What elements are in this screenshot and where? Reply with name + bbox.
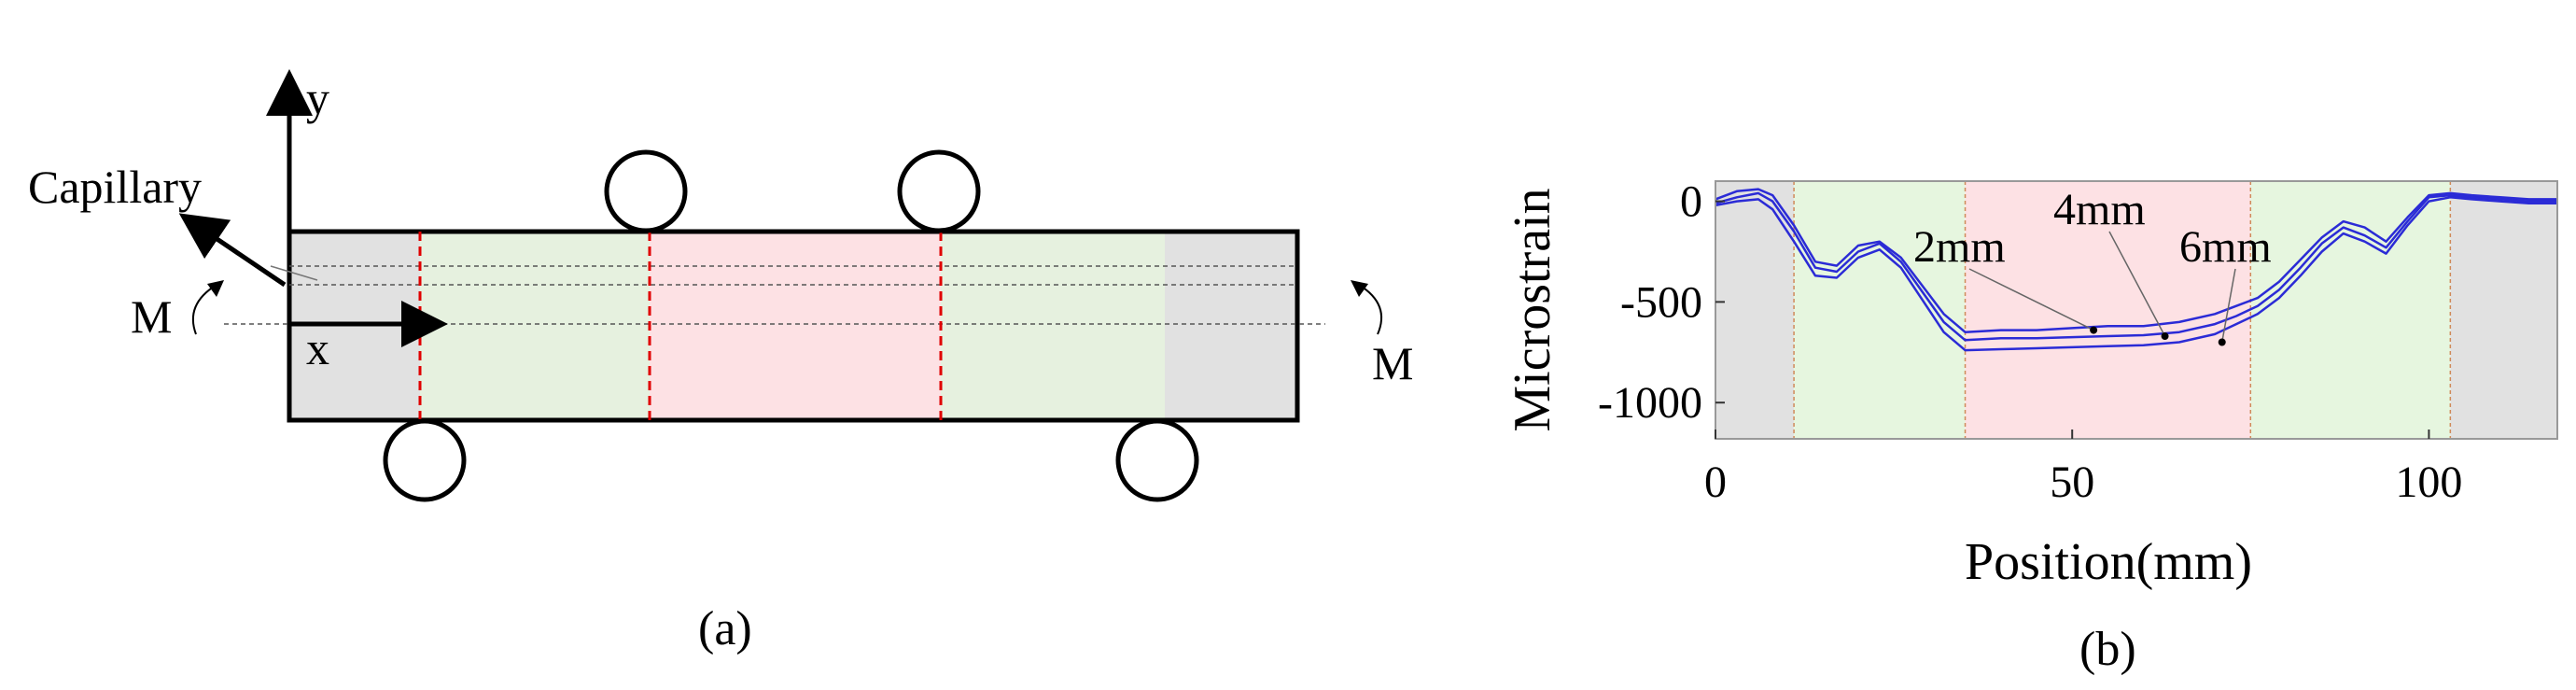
chart-region-2 (1965, 181, 2251, 439)
y-axis-title: Microstrain (1504, 188, 1561, 431)
capillary-pointer-line (270, 265, 318, 281)
chart-region-4 (2450, 181, 2557, 439)
annotation-leader-2mm (1968, 268, 2094, 331)
moment-arrowhead-left (207, 280, 224, 297)
y-tick-label: 0 (1680, 177, 1702, 227)
panel-b-label: (b) (2079, 623, 2136, 676)
beam-pure-bending-region (650, 232, 941, 420)
top-roller-right (897, 149, 981, 233)
chart-region-0 (1715, 181, 1795, 439)
moment-arrow-left (191, 284, 217, 335)
capillary-arrow (178, 213, 287, 288)
bottom-support-left (383, 418, 467, 502)
x-axis-label: x (306, 322, 329, 374)
x-tick-label: 100 (2395, 458, 2462, 507)
moment-arrowhead-right (1351, 280, 1368, 297)
moment-label-left: M (131, 290, 172, 343)
y-axis-label: y (306, 72, 329, 124)
chart-annotations: 2mm 4mm 6mm (1913, 185, 2272, 346)
chart-regions (1715, 181, 2557, 439)
chart-ticks: 0 50 100 0 -500 -1000 (1598, 177, 2462, 507)
x-axis-title: Position(mm) (1965, 533, 2252, 591)
bottom-support-right (1115, 418, 1199, 502)
x-tick-label: 50 (2050, 458, 2094, 507)
annotation-label-2mm: 2mm (1913, 222, 2006, 272)
capillary-label: Capillary (28, 161, 202, 213)
beam-end-region-right (1165, 232, 1297, 420)
moment-arrow-right (1358, 284, 1382, 335)
annotation-point-4mm (2161, 332, 2169, 341)
annotation-leader-4mm (2108, 231, 2166, 337)
annotation-label-6mm: 6mm (2179, 222, 2272, 272)
y-tick-label: -1000 (1598, 378, 1702, 428)
series-line-4mm (1715, 191, 2557, 342)
moment-label-right: M (1372, 337, 1413, 389)
panel-a: y x Capillary M M (a) (28, 69, 1413, 655)
series-line-6mm (1715, 196, 2557, 352)
beam-shear-region-right (941, 232, 1165, 420)
y-tick-label: -500 (1620, 277, 1702, 327)
annotation-label-4mm: 4mm (2053, 185, 2146, 234)
annotation-point-2mm (2090, 326, 2098, 334)
x-tick-label: 0 (1704, 458, 1727, 507)
chart-region-3 (2250, 181, 2451, 439)
top-roller-left (604, 149, 688, 233)
series-line-2mm (1715, 188, 2557, 333)
plot-frame (1715, 180, 2558, 440)
beam-shear-region-left (420, 232, 650, 420)
annotation-leader-6mm (2220, 268, 2236, 343)
panel-a-label: (a) (698, 602, 752, 655)
chart-series (1715, 188, 2557, 352)
annotation-point-6mm (2218, 338, 2226, 346)
